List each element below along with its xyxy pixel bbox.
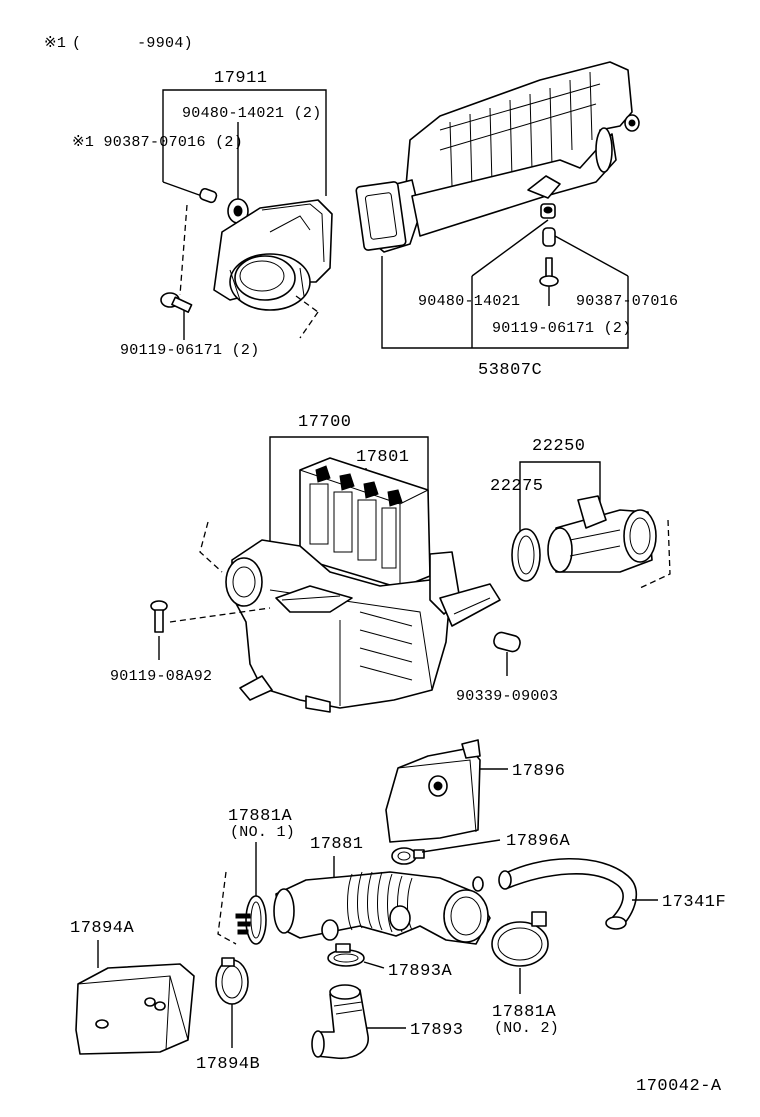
callout-90119-06171-2-left[interactable]: 90119-06171 (2)	[120, 342, 260, 359]
callout-17881A-no2-sub[interactable]: (NO. 2)	[494, 1020, 559, 1037]
air-cleaner-housing-17700-part	[225, 539, 501, 713]
callout-17893A[interactable]: 17893A	[388, 962, 453, 981]
callout-17893[interactable]: 17893	[410, 1021, 464, 1040]
clamp-22275-part	[511, 528, 541, 582]
callout-17894A[interactable]: 17894A	[70, 919, 135, 938]
bolt-90119-left-part	[160, 292, 193, 313]
callout-17894B[interactable]: 17894B	[196, 1055, 260, 1074]
callout-17700[interactable]: 17700	[298, 413, 352, 432]
clamp-17881A-no1-part	[235, 895, 267, 945]
callout-90119-08A92[interactable]: 90119-08A92	[110, 668, 212, 685]
airflow-meter-22250-part	[547, 495, 657, 573]
callout-17881A-no1-sub[interactable]: (NO. 1)	[230, 824, 295, 841]
section-53807C: 90480-14021 90387-07016 90119-06171 (2) …	[355, 61, 678, 380]
hose-90339-part	[493, 631, 521, 653]
callout-17911[interactable]: 17911	[214, 69, 268, 88]
bolt-90119-08A92-part	[150, 600, 168, 633]
section-17911: 17911 90480-14021 (2) ※1 90387-07016 (2)…	[72, 69, 333, 359]
callout-90387-07016-2[interactable]: ※1 90387-07016 (2)	[72, 134, 243, 151]
callout-17341F[interactable]: 17341F	[662, 893, 726, 912]
resonator-17894A-part	[75, 963, 195, 1055]
footnote-symbol: ※1	[44, 35, 66, 52]
callout-22250[interactable]: 22250	[532, 437, 586, 456]
callout-90339-09003[interactable]: 90339-09003	[456, 688, 558, 705]
diagram-number: 170042-A	[636, 1077, 722, 1096]
grommet-90480-part	[227, 198, 249, 224]
hose-17341F-part	[498, 857, 638, 930]
callout-90387-07016[interactable]: 90387-07016	[576, 293, 678, 310]
plug-90387-part	[199, 187, 218, 204]
clamp-17893A-part	[327, 943, 365, 967]
section-lower: 17896 17896A 17341F 17881	[70, 739, 726, 1074]
callout-17881A-no2[interactable]: 17881A	[492, 1003, 557, 1022]
callout-22275[interactable]: 22275	[490, 477, 544, 496]
clamp-17894B-part	[215, 957, 249, 1005]
bracket-17911-part	[213, 199, 333, 311]
callout-17881A-no1[interactable]: 17881A	[228, 807, 293, 826]
callout-90119-06171-2-right[interactable]: 90119-06171 (2)	[492, 320, 632, 337]
resonator-17896-part	[385, 739, 481, 843]
callout-53807C[interactable]: 53807C	[478, 361, 542, 380]
section-17700: 17700 17801	[110, 413, 671, 713]
callout-17896[interactable]: 17896	[512, 762, 566, 781]
elbow-hose-17893-part	[311, 984, 369, 1060]
grommet-90480-right-part	[540, 203, 556, 219]
bolt-90119-right-part	[539, 257, 559, 287]
callout-90480-14021-2[interactable]: 90480-14021 (2)	[182, 105, 322, 122]
footnote-range: ( -9904)	[72, 35, 193, 52]
clamp-17896A-part	[391, 847, 425, 865]
clamp-17881A-no2-part	[491, 911, 549, 967]
callout-17801[interactable]: 17801	[356, 448, 410, 467]
intake-duct-53807C-part	[355, 61, 640, 253]
intake-hose-17881-part	[273, 871, 491, 945]
plug-90387-right-part	[542, 227, 556, 247]
callout-90480-14021[interactable]: 90480-14021	[418, 293, 520, 310]
callout-17881[interactable]: 17881	[310, 835, 364, 854]
callout-17896A[interactable]: 17896A	[506, 832, 571, 851]
